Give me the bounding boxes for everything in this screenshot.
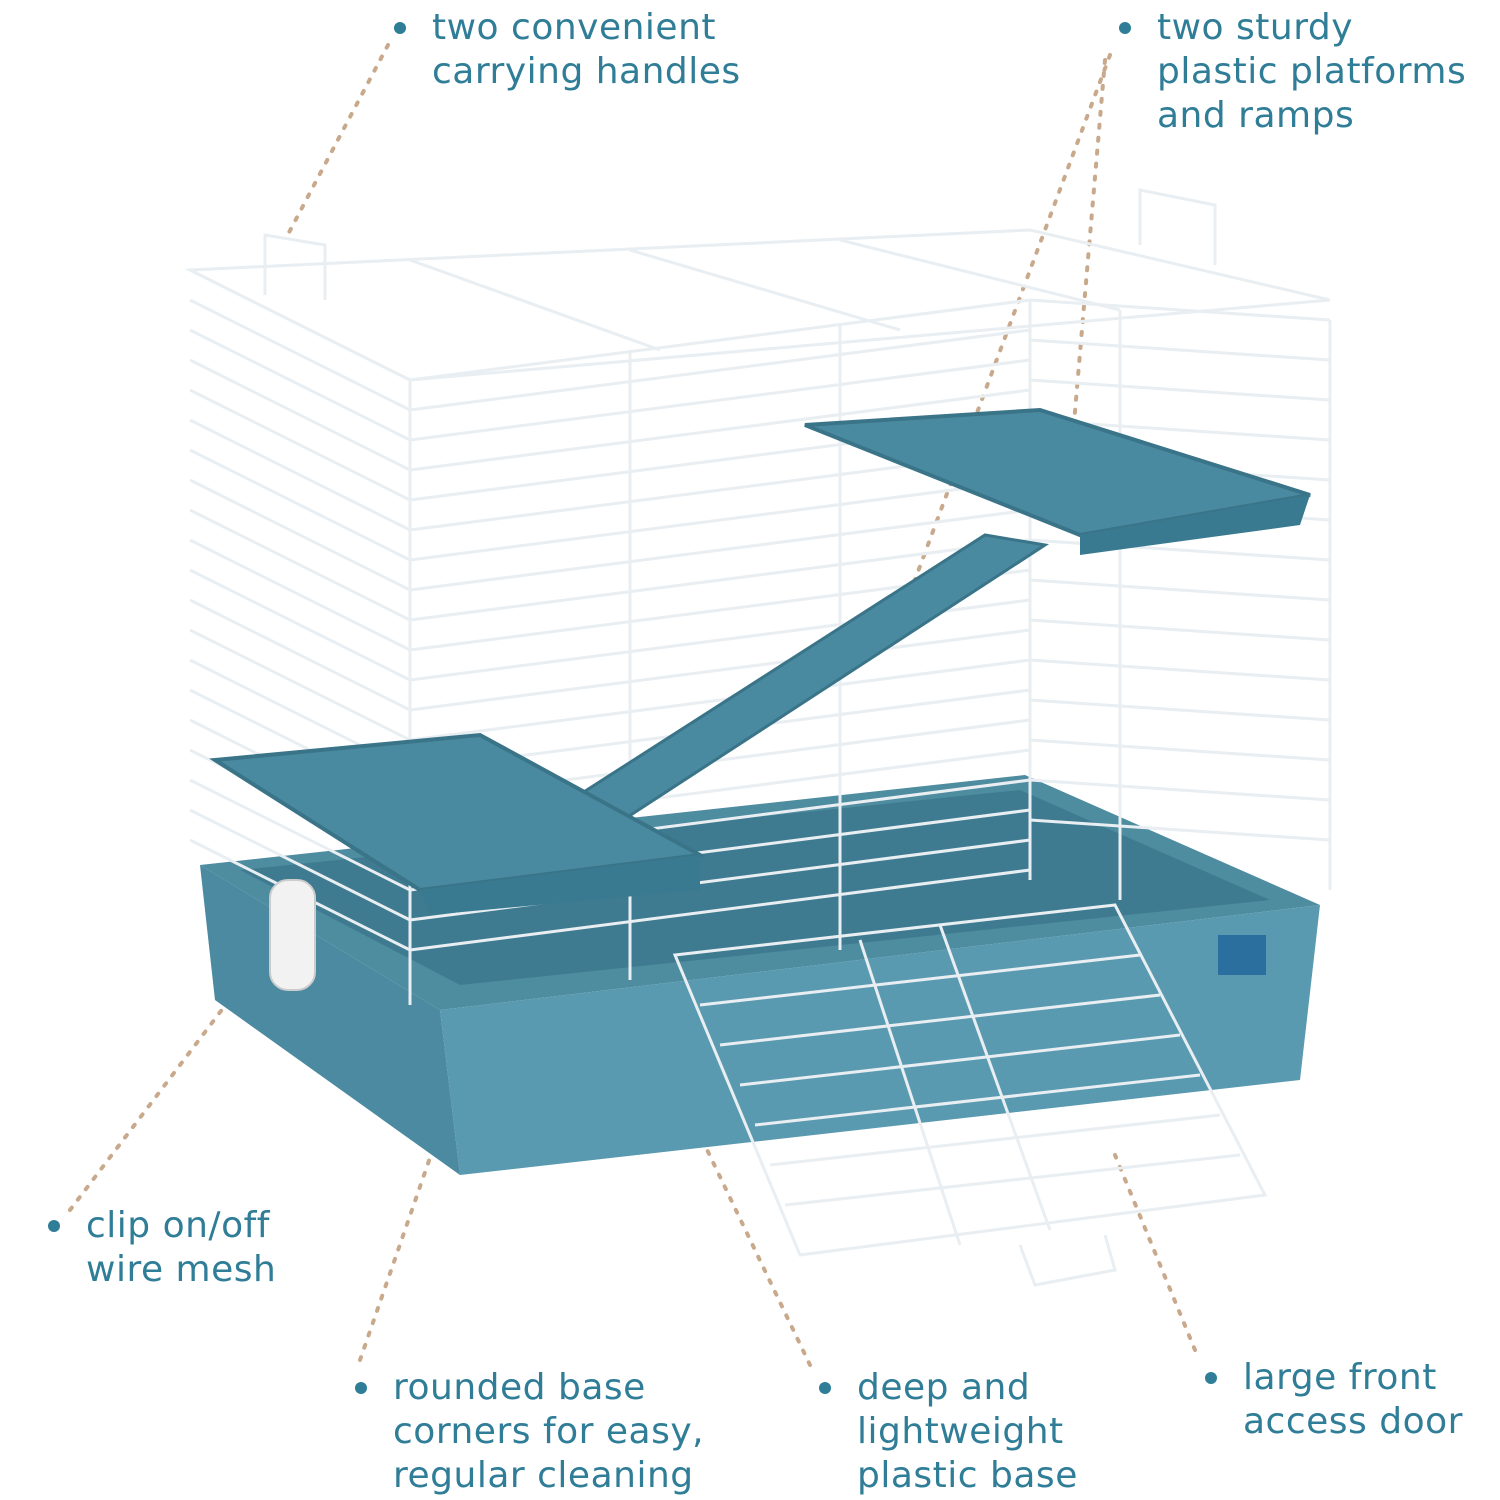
latch-clip — [269, 879, 316, 991]
bullet-dot — [48, 1220, 60, 1232]
handle-right — [1138, 188, 1217, 265]
callout-line: access door — [1243, 1401, 1463, 1442]
callout-platforms: two sturdy plastic platforms and ramps — [1119, 6, 1467, 138]
leader-platforms-a — [898, 53, 1112, 622]
lower-platform — [208, 732, 707, 915]
callout-mesh: clip on/off wire mesh — [48, 1204, 277, 1292]
leader-platforms-b — [1068, 58, 1107, 472]
plastic-base — [200, 775, 1320, 1175]
callout-handles: two convenient carrying handles — [394, 6, 741, 94]
front-door — [672, 903, 1268, 1287]
base-inner — [240, 790, 1270, 985]
bullet-dot — [394, 22, 406, 34]
callout-line: wire mesh — [86, 1249, 277, 1290]
callout-line: plastic platforms — [1157, 51, 1467, 92]
callout-line: lightweight — [857, 1411, 1064, 1452]
callout-line: two convenient — [432, 7, 717, 48]
callout-door: large front access door — [1205, 1356, 1463, 1444]
callout-base: deep and lightweight plastic base — [819, 1366, 1078, 1498]
bullet-dot — [355, 1382, 367, 1394]
callout-line: large front — [1243, 1357, 1437, 1398]
callout-line: deep and — [857, 1367, 1031, 1408]
cage-top — [184, 228, 1331, 382]
callout-line: rounded base — [393, 1367, 646, 1408]
handle-left — [263, 233, 327, 300]
bullet-dot — [819, 1382, 831, 1394]
callout-line: corners for easy, — [393, 1411, 705, 1452]
leader-handles — [283, 43, 390, 242]
ph-logo — [1218, 935, 1266, 975]
callout-line: two sturdy — [1157, 7, 1354, 48]
bullet-dot — [1119, 22, 1131, 34]
callout-corners: rounded base corners for easy, regular c… — [355, 1366, 705, 1498]
bullet-dot — [1205, 1372, 1217, 1384]
callout-line: plastic base — [857, 1455, 1078, 1496]
leader-base — [698, 1133, 812, 1367]
base-side — [200, 865, 460, 1175]
callout-line: clip on/off — [86, 1205, 270, 1246]
callout-line: regular cleaning — [393, 1455, 694, 1496]
base-front — [440, 905, 1320, 1175]
callout-line: and ramps — [1157, 95, 1355, 136]
upper-platform — [804, 407, 1311, 555]
callout-line: carrying handles — [432, 51, 741, 92]
leader-door — [1113, 1153, 1197, 1352]
